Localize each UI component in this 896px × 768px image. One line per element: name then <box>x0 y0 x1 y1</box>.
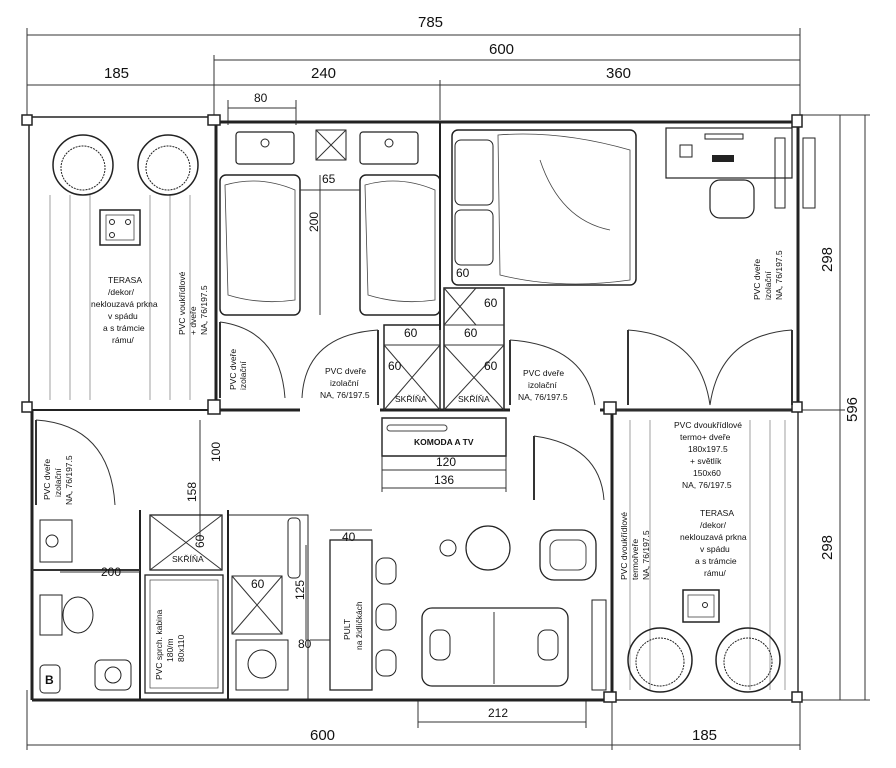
dim-top-80: 80 <box>254 91 268 105</box>
door-2wing-right-label: PVC dvoukřídlové termořveře NA, 76/197.5 <box>619 510 651 580</box>
dim-shower-200: 200 <box>101 565 121 579</box>
dim-bath-60: 60 <box>193 534 207 548</box>
dim-125: 125 <box>293 580 307 600</box>
dim-bottom-185: 185 <box>692 727 717 744</box>
dim-w2-60: 60 <box>464 326 478 340</box>
dim-gap-65: 65 <box>322 172 336 186</box>
skrina-3-label: SKŘÍŇA <box>172 554 204 564</box>
dim-w1-60: 60 <box>404 326 418 340</box>
door-terrace-big-label: PVC dvoukřídlové termo+ dveře 180x197.5 … <box>674 420 744 490</box>
dim-komoda-136: 136 <box>434 473 454 487</box>
bedroom-2-door <box>301 329 379 405</box>
dim-sofa-212: 212 <box>488 706 508 720</box>
dim-total-width: 785 <box>418 14 443 31</box>
dim-right-596: 596 <box>844 397 861 422</box>
terasa-bottom-label: TERASA /dekor/ neklouzavá prkna v spádu … <box>680 508 749 578</box>
dim-kitchen-60: 60 <box>251 577 265 591</box>
boiler-label: B <box>45 673 54 687</box>
bedroom-3-door <box>509 339 596 406</box>
door-iz-small-label: PVC dveře izolační <box>228 347 248 390</box>
dim-room-a: 240 <box>311 65 336 82</box>
pult-label: PULT na židličkách <box>342 601 364 650</box>
komoda-label: KOMODA A TV <box>414 437 474 447</box>
terrace-planks-bottom <box>629 420 786 690</box>
desk-area <box>665 127 816 219</box>
terrace-planks-top <box>49 195 191 400</box>
double-door-right <box>627 329 793 406</box>
komoda-tv <box>381 417 507 492</box>
dim-right-298b: 298 <box>819 535 836 560</box>
door-bath-label: PVC dveře izolační NA, 76/197.5 <box>42 455 74 505</box>
dim-w4-60: 60 <box>456 266 470 280</box>
terrace-top-furniture <box>52 134 199 246</box>
door-bed1-label: PVC dveře izolační NA, 76/197.5 <box>320 366 370 400</box>
dim-bed-200: 200 <box>307 212 321 232</box>
bedroom-1-door <box>219 321 286 399</box>
dim-w1b-60: 60 <box>388 359 402 373</box>
right-dimensions: 298 298 596 <box>800 114 870 701</box>
dim-80: 80 <box>298 637 312 651</box>
dim-right-298a: 298 <box>819 247 836 272</box>
dim-main-width: 600 <box>489 41 514 58</box>
terasa-top-label: TERASA /dekor/ neklouzavá prkna v spádu … <box>91 275 160 345</box>
bedroom-1-furniture <box>219 129 441 316</box>
terrace-bottom-furniture <box>591 589 781 693</box>
bottom-dimensions: 600 185 212 <box>26 690 801 750</box>
top-dimensions: 785 600 185 240 360 80 <box>26 14 801 125</box>
bathroom-furniture <box>35 419 224 694</box>
dim-pult-40: 40 <box>342 530 356 544</box>
door-bed2-label: PVC dveře izolační NA, 76/197.5 <box>518 368 568 402</box>
door-2wing-left-label: PVC voukřídlové + dveře NA, 76/197.5 <box>177 269 209 335</box>
walls <box>21 114 803 703</box>
bedroom-2-furniture <box>451 129 637 286</box>
dim-room-b: 360 <box>606 65 631 82</box>
dim-left-terrace: 185 <box>104 65 129 82</box>
shower-label: PVC sprch. kabina 180/m 80x110 <box>154 607 186 680</box>
living-room-furniture <box>199 420 605 701</box>
dim-bottom-600: 600 <box>310 727 335 744</box>
dim-w3-60: 60 <box>484 296 498 310</box>
door-right-label: PVC dveře izolační NA, 76/197.5 <box>752 250 784 300</box>
dim-158: 158 <box>185 482 199 502</box>
skrina-2-label: SKŘÍŇA <box>458 394 490 404</box>
dim-100: 100 <box>209 442 223 462</box>
wardrobes <box>383 287 505 411</box>
skrina-1-label: SKŘÍŇA <box>395 394 427 404</box>
dim-w2b-60: 60 <box>484 359 498 373</box>
dim-komoda-120: 120 <box>436 455 456 469</box>
